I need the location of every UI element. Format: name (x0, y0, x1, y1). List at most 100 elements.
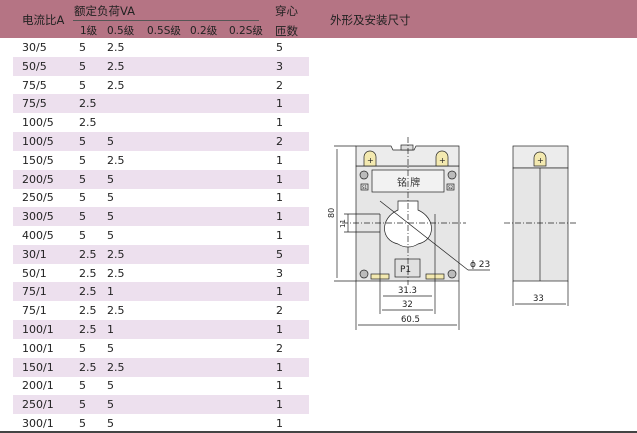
class1-cell: 5 (79, 41, 86, 54)
turns-cell: 1 (276, 398, 283, 412)
class05-cell: 5 (107, 379, 114, 393)
header-load: 额定负荷VA (74, 4, 135, 18)
turns-cell: 2 (276, 304, 283, 318)
class05-cell: 5 (107, 135, 114, 148)
class05-cell: 2.5 (107, 78, 125, 92)
ratio-cell: 100/1 (22, 341, 54, 355)
header-class-02s: 0.2S级 (229, 25, 263, 37)
class05-cell: 5 (107, 341, 114, 355)
turns-cell: 1 (276, 172, 283, 186)
turns-cell: 1 (276, 229, 283, 242)
class05-cell: 1 (107, 323, 114, 336)
class1-cell: 2.5 (79, 247, 97, 261)
header-class-1: 1级 (80, 25, 98, 37)
ratio-cell: 75/5 (22, 97, 47, 111)
ratio-cell: 100/5 (22, 116, 54, 130)
class1-cell: 2.5 (79, 360, 97, 374)
ratio-cell: 75/1 (22, 285, 47, 299)
ratio-cell: 200/5 (22, 172, 54, 186)
turns-cell: 1 (276, 417, 283, 430)
class1-cell: 5 (79, 135, 86, 148)
terminal-screw-icon (363, 150, 377, 167)
dim-diameter: ϕ 23 (470, 260, 490, 270)
ratio-cell: 250/5 (22, 191, 54, 205)
class1-cell: 2.5 (79, 304, 97, 318)
svg-text:+: + (537, 156, 544, 165)
dim-height: 80 (327, 208, 336, 218)
table-row: 400/5 5 5 1 (13, 226, 309, 245)
class05-cell: 2.5 (107, 266, 125, 280)
ct-side-body (512, 167, 569, 282)
ct-front-top (355, 145, 460, 167)
class1-cell: 5 (79, 78, 86, 92)
turns-cell: 3 (276, 59, 283, 73)
header-class-05: 0.5级 (107, 25, 135, 37)
class05-cell: 5 (107, 398, 114, 412)
ratio-cell: 100/5 (22, 135, 54, 148)
class05-cell: 2.5 (107, 360, 125, 374)
table-header (0, 0, 637, 38)
class05-cell: 5 (107, 229, 114, 242)
drawing-title: 外形及安装尺寸 (330, 13, 411, 27)
ratio-cell: 30/5 (22, 41, 47, 54)
turns-cell: 1 (276, 191, 283, 205)
svg-text:+: + (439, 156, 446, 165)
class1-cell: 5 (79, 229, 86, 242)
ct-window (384, 200, 432, 248)
table-row: 200/1 5 5 1 (13, 376, 309, 395)
terminal-screw-icon (435, 150, 449, 167)
class05-cell: 5 (107, 172, 114, 186)
ratio-cell: 150/1 (22, 360, 54, 374)
ratio-cell: 75/5 (22, 78, 47, 92)
ratio-cell: 100/1 (22, 323, 54, 336)
class05-cell: 2.5 (107, 247, 125, 261)
class05-cell: 2.5 (107, 59, 125, 73)
turns-cell: 1 (276, 97, 283, 111)
class1-cell: 5 (79, 379, 86, 393)
header-class-05s: 0.5S级 (147, 25, 181, 37)
ratio-cell: 50/5 (22, 59, 47, 73)
class05-cell: 5 (107, 417, 114, 430)
header-turns-1: 穿心 (275, 4, 298, 18)
turns-cell: 2 (276, 78, 283, 92)
class1-cell: 2.5 (79, 266, 97, 280)
class1-cell: 2.5 (79, 116, 97, 130)
header-ratio: 电流比A (22, 13, 65, 27)
ratio-cell: 30/1 (22, 247, 47, 261)
header-turns-2: 匝数 (275, 24, 298, 38)
p1-label: P1 (400, 265, 411, 275)
bottom-rule (0, 431, 637, 433)
table-row: 100/5 2.5 1 (13, 113, 309, 132)
table-row: 250/5 5 5 1 (13, 188, 309, 207)
class1-cell: 5 (79, 341, 86, 355)
class05-cell: 2.5 (107, 153, 125, 167)
nameplate-label: 铭 牌 (397, 176, 420, 189)
class1-cell: 2.5 (79, 285, 97, 299)
turns-cell: 1 (276, 116, 283, 130)
ratio-cell: 400/5 (22, 229, 54, 242)
class05-cell: 2.5 (107, 304, 125, 318)
class1-cell: 5 (79, 59, 86, 73)
ratio-cell: 250/1 (22, 398, 54, 412)
class05-cell: 5 (107, 210, 114, 224)
ratio-cell: 300/5 (22, 210, 54, 224)
class05-cell: 5 (107, 191, 114, 205)
class1-cell: 5 (79, 191, 86, 205)
turns-cell: 1 (276, 285, 283, 299)
turns-cell: 1 (276, 379, 283, 393)
class1-cell: 5 (79, 172, 86, 186)
table-row: 100/5 5 5 2 (13, 132, 309, 151)
class1-cell: 5 (79, 417, 86, 430)
turns-cell: 2 (276, 135, 283, 148)
table-row: 50/5 5 2.5 3 (13, 56, 309, 76)
turns-cell: 1 (276, 323, 283, 336)
table-row: 75/5 5 2.5 2 (13, 76, 309, 95)
ratio-cell: 200/1 (22, 379, 54, 393)
